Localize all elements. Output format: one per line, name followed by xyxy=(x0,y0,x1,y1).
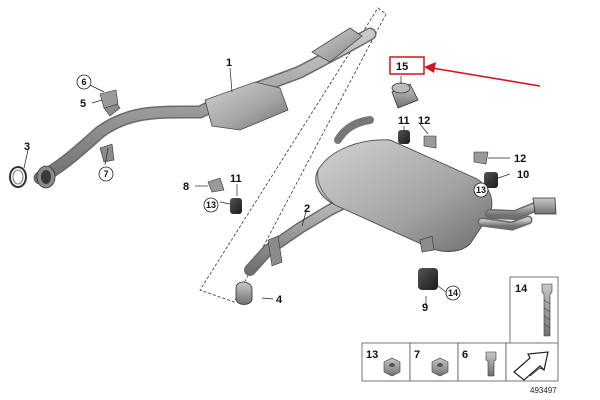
converter-body xyxy=(204,81,289,131)
circled-label-13a: 13 xyxy=(203,197,219,213)
legend-label-14: 14 xyxy=(515,283,528,295)
diagram-number: 493497 xyxy=(530,386,557,395)
catalog-arrow-icon xyxy=(513,351,549,381)
svg-text:7: 7 xyxy=(103,169,108,179)
label-1: 1 xyxy=(226,57,232,69)
tailpipe-left xyxy=(532,197,557,215)
bracket-8 xyxy=(207,177,225,193)
svg-text:6: 6 xyxy=(81,77,86,87)
gasket-ring xyxy=(9,166,27,188)
label-11a: 11 xyxy=(398,115,410,127)
legend-box-14: 14 xyxy=(509,276,559,350)
front-section-dashed-outline xyxy=(199,7,387,303)
highlight-arrow xyxy=(424,62,541,87)
legend-label-7: 7 xyxy=(414,349,420,361)
label-10: 10 xyxy=(517,169,529,181)
legend-box-arrow xyxy=(505,342,559,382)
bolt-icon xyxy=(541,283,553,337)
rubber-mount-11a xyxy=(398,130,410,144)
circled-label-6: 6 xyxy=(76,74,92,90)
flange-nut-icon xyxy=(383,357,401,377)
svg-text:13: 13 xyxy=(476,185,486,195)
label-9: 9 xyxy=(422,302,428,314)
label-8: 8 xyxy=(183,181,189,193)
circled-label-7: 7 xyxy=(98,166,114,182)
label-5: 5 xyxy=(80,98,86,110)
legend-box-7: 7 xyxy=(409,342,459,382)
svg-text:14: 14 xyxy=(448,288,458,298)
legend-label-6: 6 xyxy=(462,349,468,361)
rubber-mount-9 xyxy=(418,268,438,290)
svg-text:13: 13 xyxy=(206,200,216,210)
tailpipe-trim xyxy=(391,82,419,109)
label-15: 15 xyxy=(396,61,408,73)
bracket-12b xyxy=(473,151,489,165)
rear-silencer xyxy=(315,139,557,253)
label-11b: 11 xyxy=(230,173,242,185)
hex-nut-icon xyxy=(431,357,449,377)
rubber-mount-11b xyxy=(230,198,242,214)
legend-label-13: 13 xyxy=(366,349,378,361)
label-2: 2 xyxy=(304,203,310,215)
circled-label-14: 14 xyxy=(445,285,461,301)
label-12b: 12 xyxy=(514,153,526,165)
bracket-12a xyxy=(423,135,437,149)
circled-label-13b: 13 xyxy=(473,182,489,198)
label-12a: 12 xyxy=(418,115,430,127)
clamp-4 xyxy=(235,281,253,305)
label-4: 4 xyxy=(276,294,283,306)
highlight-box-15 xyxy=(389,56,425,75)
front-pipe-with-converter xyxy=(33,27,377,189)
leader-lines xyxy=(23,67,511,306)
label-3: 3 xyxy=(24,141,30,153)
small-bolt-icon xyxy=(485,351,497,377)
legend-box-6: 6 xyxy=(457,342,507,382)
legend-box-13: 13 xyxy=(361,342,411,382)
bracket-5 xyxy=(99,89,119,109)
